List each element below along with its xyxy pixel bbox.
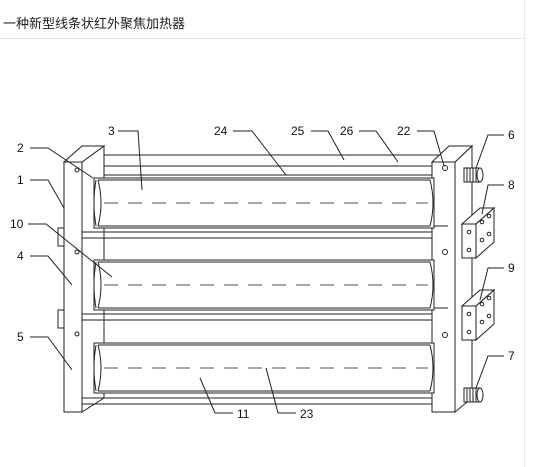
page-title: 一种新型线条状红外聚焦加热器 [3, 17, 186, 32]
callout-4: 4 [17, 249, 24, 263]
leader-lines [28, 130, 504, 414]
connector-7 [463, 387, 484, 403]
callout-2: 2 [17, 141, 24, 155]
heater-tube-3 [93, 342, 435, 394]
callout-25: 25 [291, 124, 305, 138]
right-post [430, 144, 474, 414]
callout-6: 6 [508, 128, 515, 142]
mounting-bracket-9 [460, 288, 496, 342]
title-divider [0, 38, 524, 39]
connector-6 [463, 167, 484, 183]
callout-24: 24 [214, 124, 228, 138]
callout-22: 22 [397, 124, 411, 138]
callout-9: 9 [508, 261, 515, 275]
mounting-bracket-8 [460, 206, 496, 260]
callout-7: 7 [508, 349, 515, 363]
heater-tube-1 [93, 177, 435, 229]
callout-1: 1 [17, 173, 24, 187]
callout-26: 26 [340, 124, 354, 138]
right-border [524, 0, 525, 467]
callout-5: 5 [17, 330, 24, 344]
callout-11: 11 [237, 407, 250, 421]
callout-23: 23 [300, 407, 314, 421]
heater-tube-2 [93, 259, 435, 311]
callout-labels: 2 1 3 10 4 5 24 25 26 22 6 8 9 7 11 23 [10, 124, 515, 421]
callout-10: 10 [10, 217, 24, 231]
callout-3: 3 [108, 124, 115, 138]
callout-8: 8 [508, 178, 515, 192]
